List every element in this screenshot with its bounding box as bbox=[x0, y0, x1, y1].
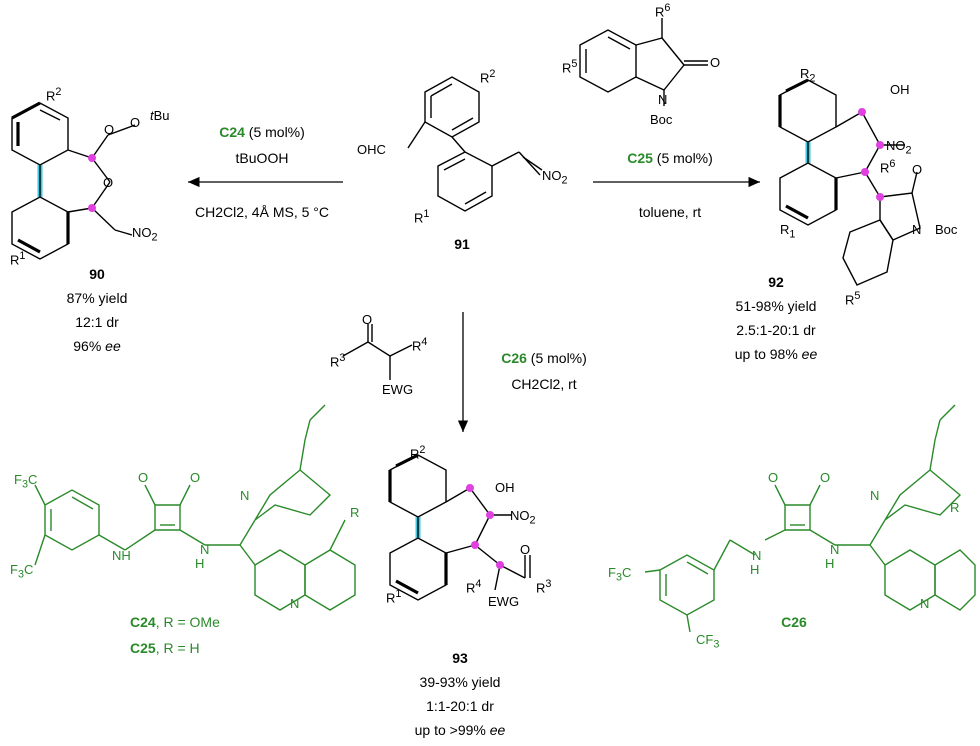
conditions-down-solvent: CH2Cl2, rt bbox=[511, 376, 577, 392]
compound-90-ee: 96% ee bbox=[73, 338, 121, 354]
structure-90 bbox=[11, 101, 136, 260]
compound-90-yield: 87% yield bbox=[66, 290, 128, 306]
compound-90-dr: 12:1 dr bbox=[75, 314, 119, 330]
compound-93-yield: 39-93% yield bbox=[419, 674, 501, 690]
structure-c26 bbox=[644, 404, 976, 633]
conditions-left-catalyst: C24 (5 mol%) bbox=[219, 124, 305, 140]
compound-92-number: 92 bbox=[768, 274, 784, 290]
compound-90-number: 90 bbox=[89, 266, 105, 282]
compound-93-number: 93 bbox=[452, 650, 468, 666]
conditions-left-oxidant: tBuOOH bbox=[235, 150, 289, 166]
structure-c24-c25 bbox=[34, 404, 356, 611]
conditions-right-solvent: toluene, rt bbox=[638, 204, 702, 220]
structure-ketone bbox=[342, 324, 413, 380]
conditions-down-catalyst: C26 (5 mol%) bbox=[501, 350, 587, 366]
compound-92-yield: 51-98% yield bbox=[735, 298, 817, 314]
conditions-left-solvent: CH2Cl2, 4Å MS, 5 °C bbox=[195, 204, 329, 220]
compound-93-dr: 1:1-20:1 dr bbox=[426, 698, 494, 714]
catalyst-c26-label: C26 bbox=[781, 614, 807, 630]
catalyst-c24-label: C24, R = OMe bbox=[130, 614, 220, 630]
compound-92-dr: 2.5:1-20:1 dr bbox=[736, 322, 816, 338]
structure-91 bbox=[407, 76, 543, 212]
structure-92 bbox=[778, 78, 921, 286]
reaction-arrows bbox=[188, 176, 760, 432]
catalyst-c25-label: C25, R = H bbox=[130, 640, 200, 656]
compound-93-ee: up to >99% ee bbox=[414, 722, 506, 738]
conditions-right-catalyst: C25 (5 mol%) bbox=[627, 150, 713, 166]
structure-oxindole bbox=[579, 18, 708, 106]
stereocenter-markers bbox=[88, 108, 884, 569]
compound-92-ee: up to 98% ee bbox=[734, 346, 818, 362]
compound-91-number: 91 bbox=[454, 236, 470, 252]
structure-93 bbox=[388, 453, 531, 601]
